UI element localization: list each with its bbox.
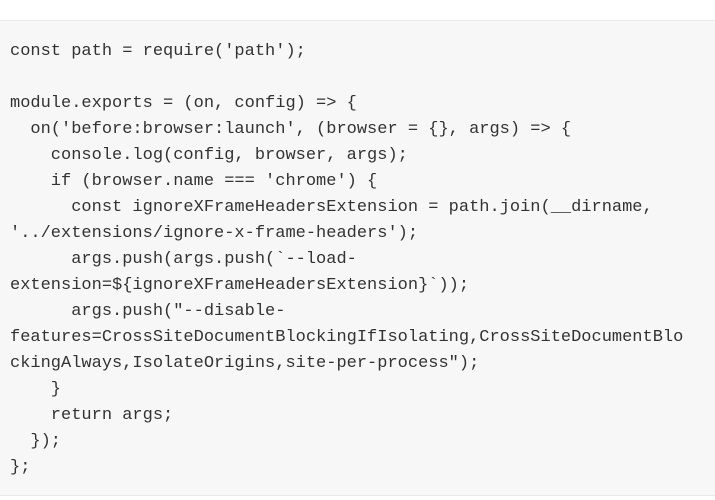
code-content: const path = require('path'); module.exp… (10, 38, 705, 480)
code-block: const path = require('path'); module.exp… (0, 20, 715, 496)
page: const path = require('path'); module.exp… (0, 20, 715, 496)
code-text: const path = require('path'); module.exp… (10, 42, 684, 477)
